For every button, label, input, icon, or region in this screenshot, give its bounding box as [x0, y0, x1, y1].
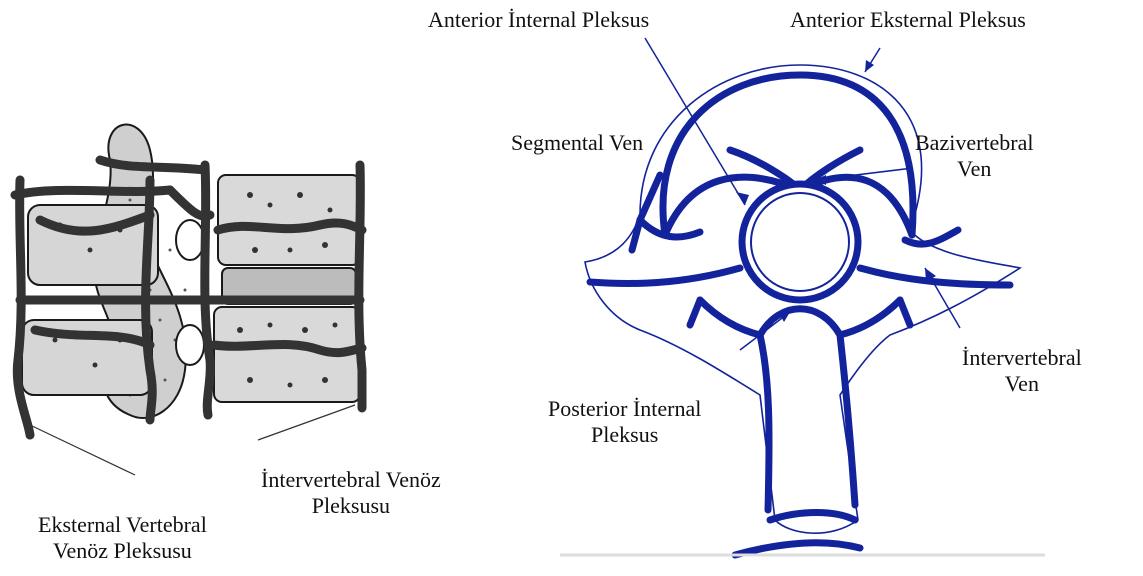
label-basivertebral-vein: Bazivertebral Ven: [915, 130, 1034, 182]
label-external-line2: Venöz Pleksusu: [38, 538, 207, 564]
label-segmental-vein: Segmental Ven: [511, 130, 643, 156]
label-posterior-internal-line2: Pleksus: [548, 422, 701, 448]
label-anterior-internal-plexus: Anterior İnternal Pleksus: [428, 7, 649, 33]
label-anterior-external-plexus: Anterior Eksternal Pleksus: [790, 7, 1026, 33]
label-basivertebral-line2: Ven: [915, 156, 1034, 182]
label-intervertebral-plexus-line2: Pleksusu: [261, 493, 441, 519]
label-external-line1: Eksternal Vertebral: [38, 512, 207, 538]
label-intervertebral-venous-plexus: İntervertebral Venöz Pleksusu: [261, 467, 441, 519]
label-external-vertebral-venous-plexus: Eksternal Vertebral Venöz Pleksusu: [38, 512, 207, 564]
label-posterior-internal-line1: Posterior İnternal: [548, 396, 701, 422]
label-intervertebral-plexus-line1: İntervertebral Venöz: [261, 467, 441, 493]
label-posterior-internal-plexus: Posterior İnternal Pleksus: [548, 396, 701, 448]
label-intervertebral-vein-line1: İntervertebral: [962, 345, 1082, 371]
label-intervertebral-vein: İntervertebral Ven: [962, 345, 1082, 397]
label-basivertebral-line1: Bazivertebral: [915, 130, 1034, 156]
vertebral-canal-inner: [751, 193, 849, 291]
label-intervertebral-vein-line2: Ven: [962, 371, 1082, 397]
